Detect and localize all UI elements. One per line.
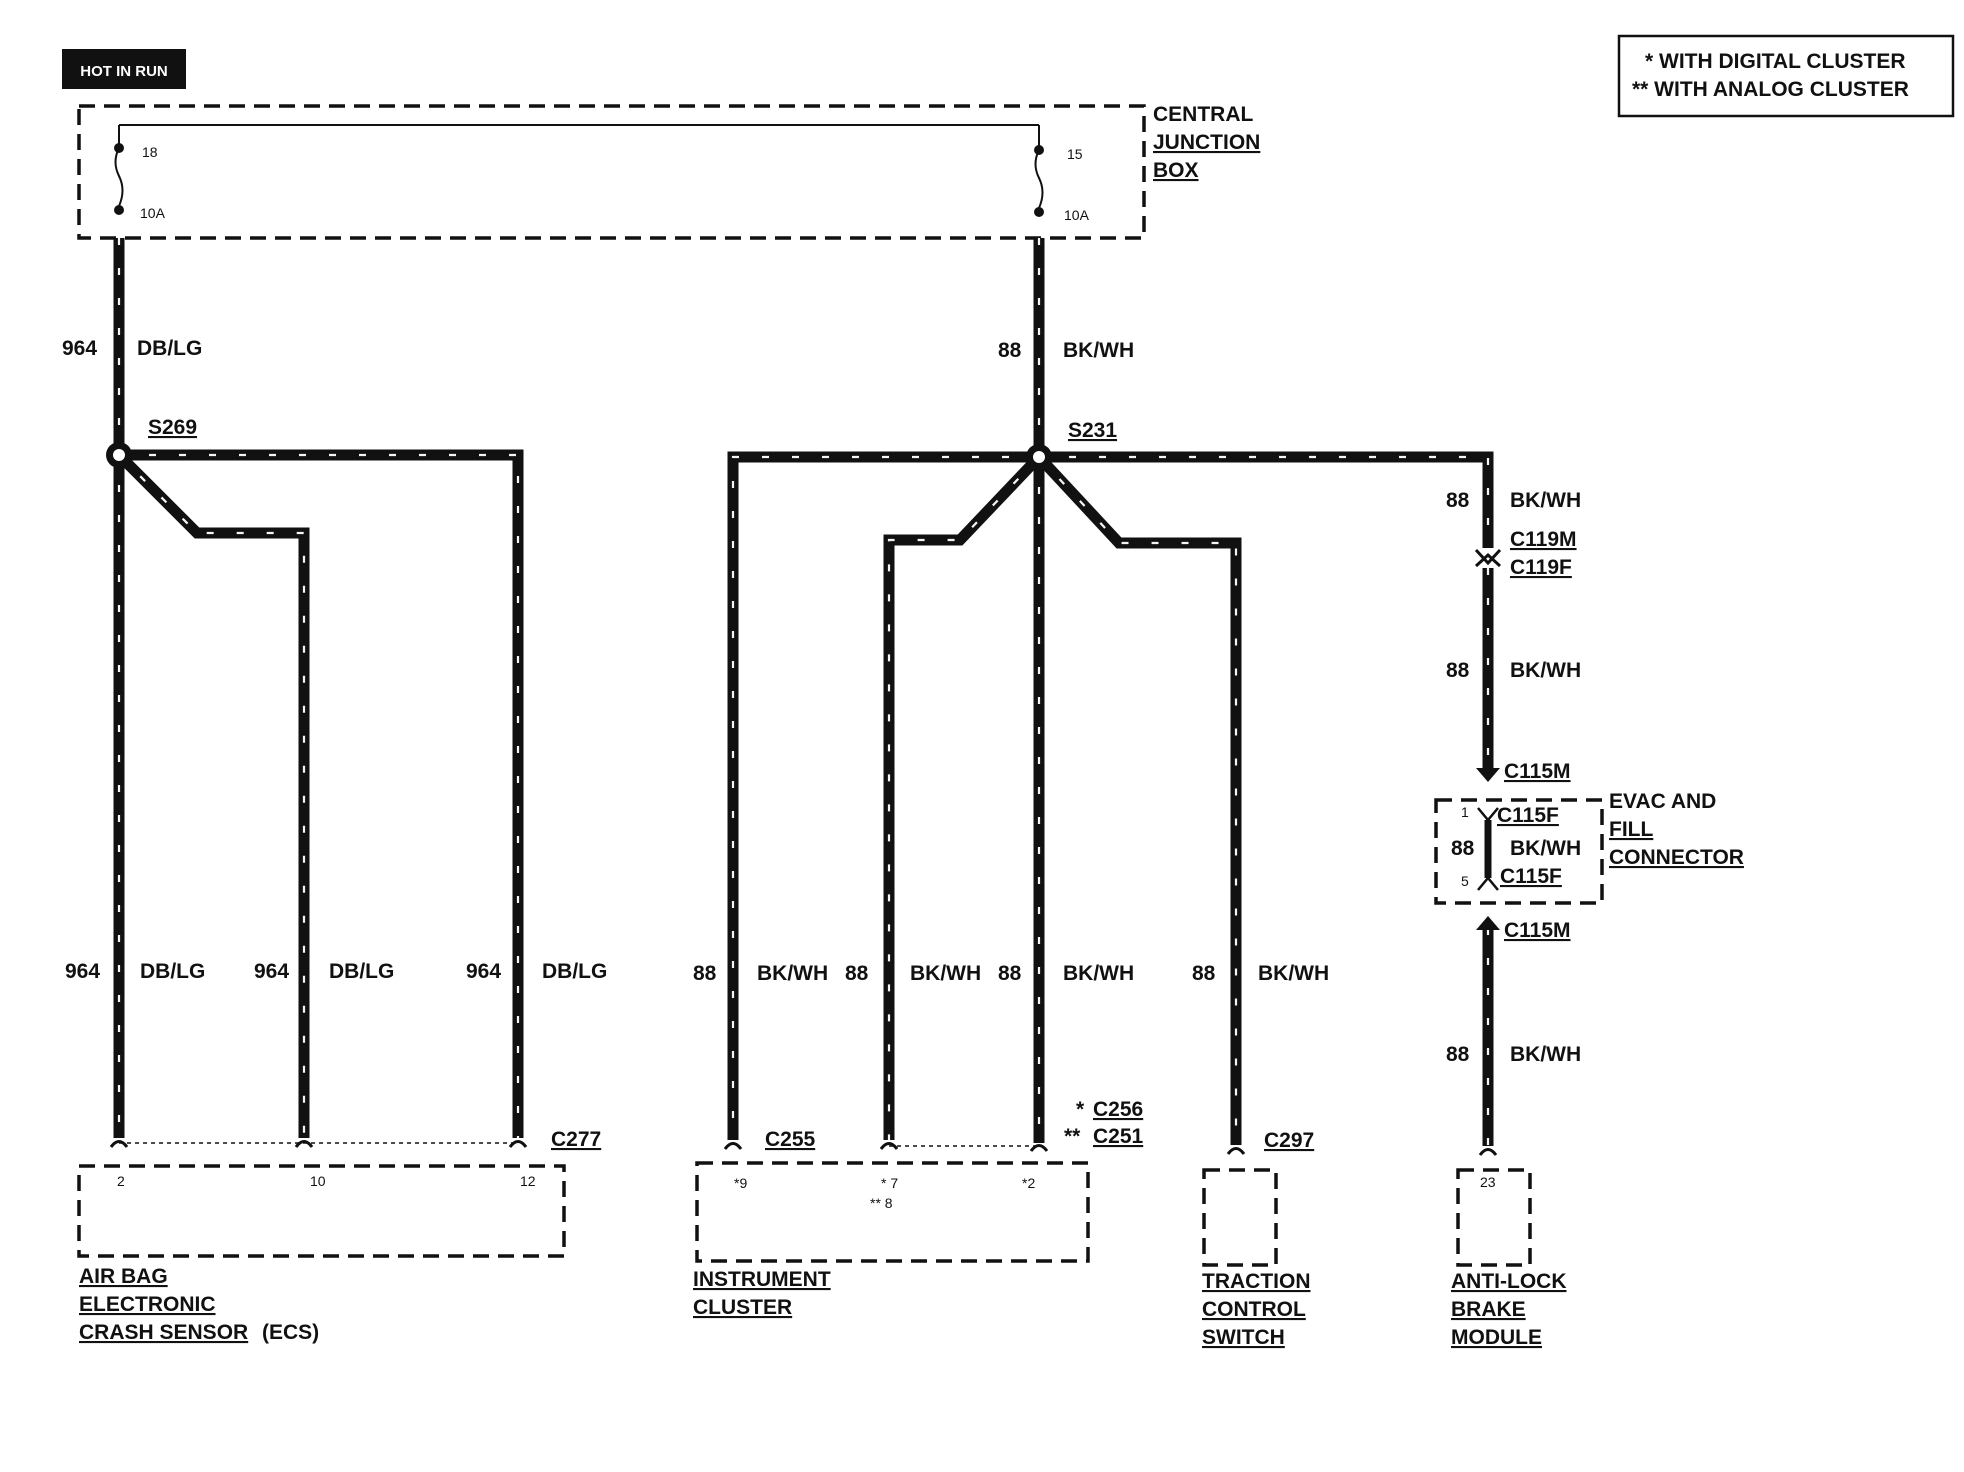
- connector-c115m-bot: C115M: [1504, 919, 1571, 942]
- c115f-top-icon: [1477, 807, 1499, 822]
- abs-label-2: BRAKE: [1451, 1298, 1526, 1321]
- wire-88-num-7: 88: [1446, 1043, 1470, 1066]
- cjb-label-2: JUNCTION: [1153, 131, 1260, 154]
- abs-label-1: ANTI-LOCK: [1451, 1270, 1566, 1293]
- fuse-15-rating: 10A: [1064, 207, 1090, 223]
- ic-label-2: CLUSTER: [693, 1296, 792, 1319]
- pin-ic-2: *2: [1022, 1175, 1035, 1191]
- splice-s231-label: S231: [1068, 419, 1117, 442]
- cjb-label-1: CENTRAL: [1153, 103, 1253, 126]
- wire-964-num-3: 964: [466, 960, 501, 983]
- cjb-label-3: BOX: [1153, 159, 1199, 182]
- fuse-terminal: [114, 205, 124, 215]
- ecs-label-2: ELECTRONIC: [79, 1293, 216, 1316]
- wire-dblg-top: DB/LG: [137, 337, 202, 360]
- connector-c115m-top: C115M: [1504, 760, 1571, 783]
- wire-88-num-5: 88: [1446, 489, 1470, 512]
- c115m-arrow-icon: [1476, 768, 1500, 782]
- wire-dblg-2: DB/LG: [329, 960, 394, 983]
- wire-88-num-3: 88: [998, 962, 1022, 985]
- pin-evac-1: 1: [1461, 804, 1469, 820]
- abs-module-box: [1456, 1168, 1532, 1267]
- ecs-label-3: CRASH SENSOR: [79, 1321, 248, 1344]
- ecs-label-1: AIR BAG: [79, 1265, 168, 1288]
- connector-c119m: C119M: [1510, 528, 1577, 551]
- ecs-label-3b: (ECS): [262, 1321, 319, 1344]
- fuse-18-rating: 10A: [140, 205, 166, 221]
- c115f-bot-icon: [1477, 876, 1499, 891]
- evac-label-2: FILL: [1609, 818, 1653, 841]
- fuse-terminal: [1034, 207, 1044, 217]
- evac-label-1: EVAC AND: [1609, 790, 1716, 813]
- evac-label-3: CONNECTOR: [1609, 846, 1744, 869]
- hot-in-run-tag: [62, 49, 186, 89]
- mark-double: **: [1064, 1125, 1081, 1148]
- connector-c297: C297: [1264, 1129, 1314, 1152]
- wire-bkwh-2: BK/WH: [910, 962, 981, 985]
- pin-ecs-10: 10: [310, 1173, 326, 1189]
- pin-ic-8: ** 8: [870, 1195, 893, 1211]
- evac-fill-box: [1434, 798, 1604, 905]
- pin-ic-9: *9: [734, 1175, 747, 1191]
- wire-bkwh-5: BK/WH: [1510, 489, 1581, 512]
- circuit-88-wires: [727, 238, 1494, 1146]
- wire-88-num-2: 88: [845, 962, 869, 985]
- abs-label-3: MODULE: [1451, 1326, 1542, 1349]
- pin-evac-5: 5: [1461, 873, 1469, 889]
- connector-c277: C277: [551, 1128, 601, 1151]
- connector-c115f-top: C115F: [1497, 804, 1559, 827]
- wire-bkwh-6: BK/WH: [1510, 659, 1581, 682]
- legend-analog: ** WITH ANALOG CLUSTER: [1632, 78, 1909, 101]
- tcs-label-1: TRACTION: [1202, 1270, 1311, 1293]
- central-junction-box: [77, 104, 1146, 240]
- c119-connector-icon: [1474, 548, 1502, 566]
- pin-ecs-2: 2: [117, 1173, 125, 1189]
- wire-88-num-top: 88: [998, 339, 1022, 362]
- traction-switch-box: [1202, 1168, 1278, 1267]
- mark-single: *: [1076, 1098, 1085, 1121]
- tcs-label-2: CONTROL: [1202, 1298, 1306, 1321]
- c115m-arrow-up-icon: [1476, 916, 1500, 930]
- wire-bkwh-top: BK/WH: [1063, 339, 1134, 362]
- wire-bkwh-4: BK/WH: [1258, 962, 1329, 985]
- ic-label-1: INSTRUMENT: [693, 1268, 831, 1291]
- fuse-15-icon: [1034, 149, 1044, 209]
- connector-c115f-bot: C115F: [1500, 865, 1562, 888]
- legend-digital: * WITH DIGITAL CLUSTER: [1645, 50, 1906, 73]
- circuit-964-wires: [113, 238, 524, 1138]
- fuse-18-number: 18: [142, 144, 158, 160]
- evac-wire-bkwh: BK/WH: [1510, 837, 1581, 860]
- pin-ic-7: * 7: [881, 1175, 898, 1191]
- wire-bkwh-7: BK/WH: [1510, 1043, 1581, 1066]
- evac-wire-88-num: 88: [1451, 837, 1475, 860]
- wire-964-num-top: 964: [62, 337, 97, 360]
- connector-c251: C251: [1093, 1125, 1144, 1148]
- wire-964-num-2: 964: [254, 960, 289, 983]
- connector-c255: C255: [765, 1128, 816, 1151]
- fuse-18-icon: [114, 147, 124, 207]
- pin-hooks: [109, 1140, 1498, 1156]
- pin-abs-23: 23: [1480, 1174, 1496, 1190]
- wire-88-num-1: 88: [693, 962, 717, 985]
- legend-box: [1617, 34, 1955, 118]
- wire-88-num-6: 88: [1446, 659, 1470, 682]
- tcs-label-3: SWITCH: [1202, 1326, 1285, 1349]
- fuse-15-number: 15: [1067, 146, 1083, 162]
- hot-in-run-label: HOT IN RUN: [80, 63, 168, 80]
- wire-964-num-1: 964: [65, 960, 100, 983]
- splice-s269-label: S269: [148, 416, 197, 439]
- wire-88-num-4: 88: [1192, 962, 1216, 985]
- wire-dblg-1: DB/LG: [140, 960, 205, 983]
- ecs-box: [77, 1164, 566, 1258]
- connector-c119f: C119F: [1510, 556, 1572, 579]
- wire-dblg-3: DB/LG: [542, 960, 607, 983]
- pin-ecs-12: 12: [520, 1173, 536, 1189]
- wire-bkwh-1: BK/WH: [757, 962, 828, 985]
- wire-bkwh-3: BK/WH: [1063, 962, 1134, 985]
- connector-c256: C256: [1093, 1098, 1143, 1121]
- instrument-cluster-box: [695, 1161, 1090, 1263]
